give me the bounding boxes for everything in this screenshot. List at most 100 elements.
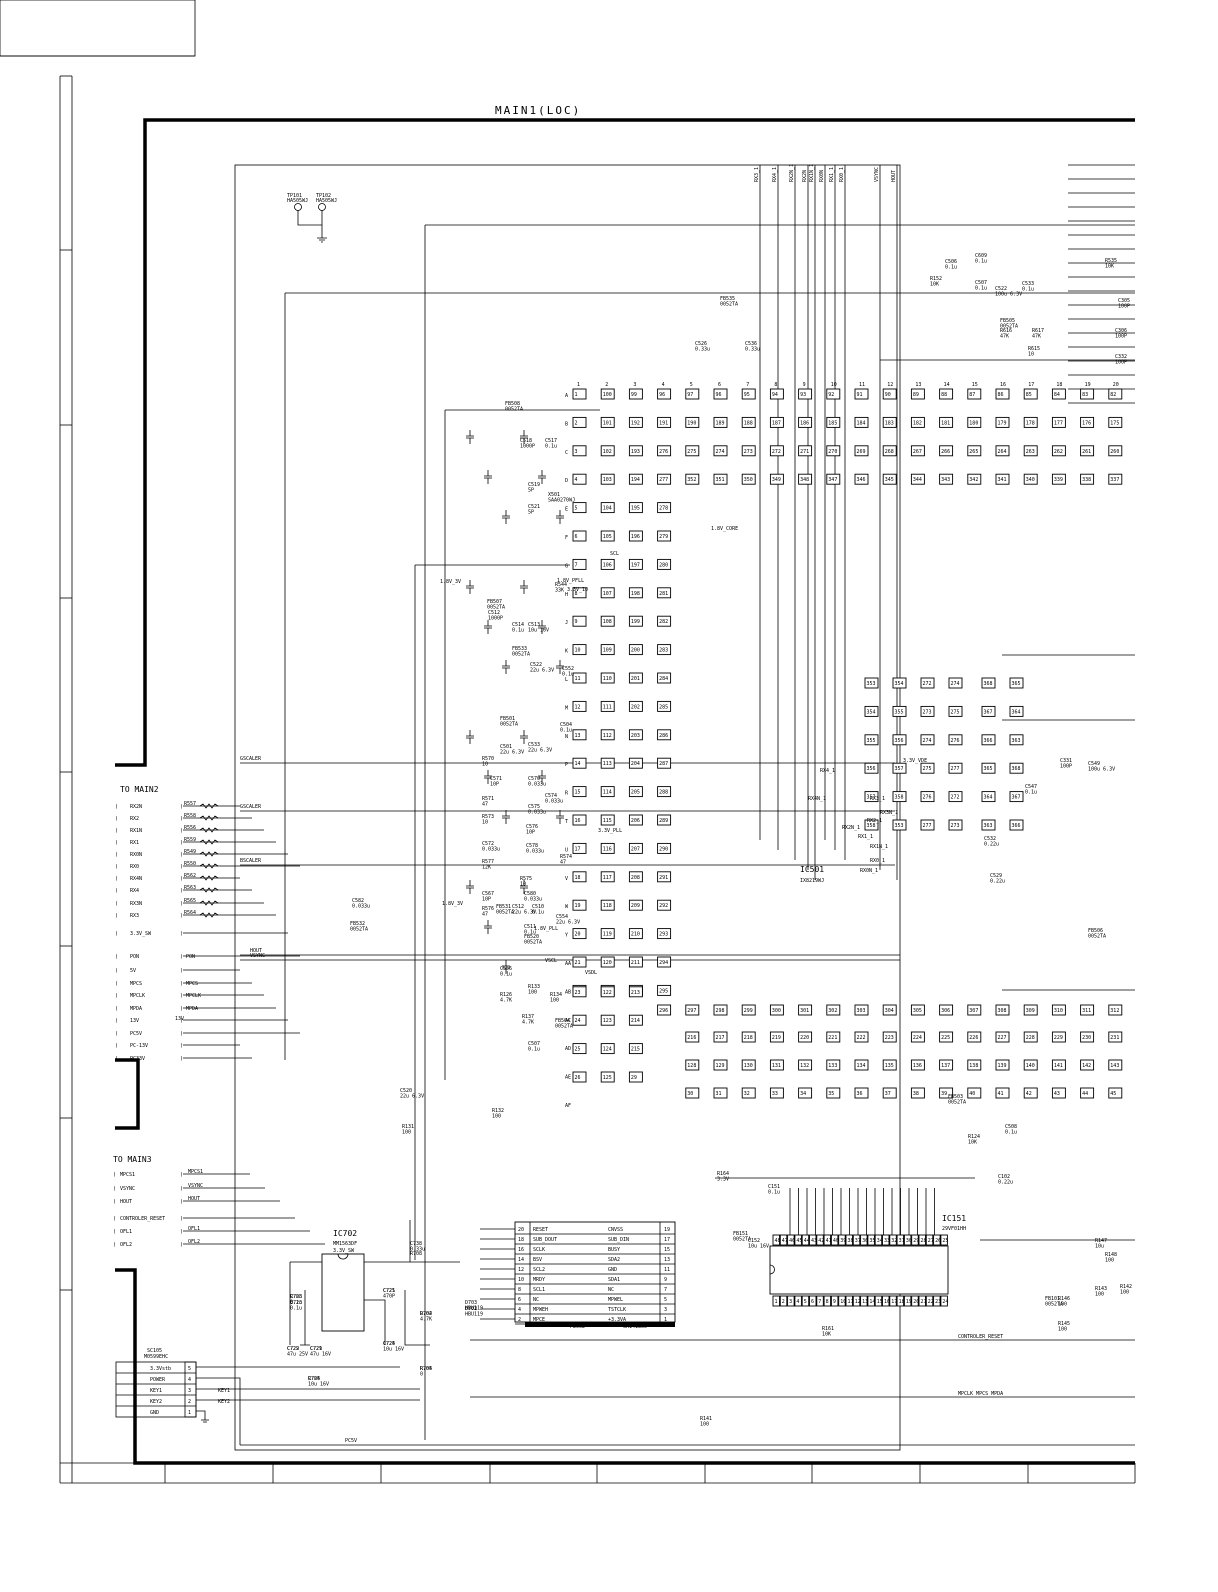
main2-net-label: RX0 xyxy=(130,864,139,870)
main2-net-label: RX2N xyxy=(130,804,142,810)
bga-pin-row-d xyxy=(628,473,643,485)
bga-pin-row-b xyxy=(572,416,587,428)
p2002-left-name: BSV xyxy=(533,1257,542,1263)
bga-pin-row-d-label: 194 xyxy=(631,477,640,483)
main3-net-label: MPCS1 xyxy=(120,1172,135,1178)
main3-net-label: VSYNC xyxy=(120,1186,135,1192)
bga-pin-col1-label: 18 xyxy=(575,875,581,881)
bga-pin-row-c-label: 269 xyxy=(857,449,866,455)
main2-net-bracket: ) xyxy=(180,852,183,858)
main2-net-bracket: ) xyxy=(180,913,183,919)
capacitor-symbol xyxy=(520,880,528,894)
bga-col-index: 11 xyxy=(859,382,865,388)
capacitor-symbol xyxy=(484,770,492,784)
bga-pin-row-af xyxy=(1080,1087,1095,1099)
bga-pin-col1 xyxy=(572,1071,587,1083)
bga-pin-col1 xyxy=(572,672,587,684)
component-ref: C508 xyxy=(1005,1124,1017,1130)
capacitor-symbol xyxy=(502,660,510,674)
bga-pin-col2 xyxy=(600,757,615,769)
bga-pin-col1 xyxy=(572,928,587,940)
bga-pin-col2-label: 108 xyxy=(603,619,612,625)
tp102-part: HA505WJ xyxy=(316,198,337,204)
component-ref: C332 xyxy=(1115,354,1127,360)
component-ref: C512 xyxy=(512,904,524,910)
ic151-flash xyxy=(769,1245,949,1295)
component-value: 12K xyxy=(482,865,491,871)
bga-pin-row-c-label: 268 xyxy=(885,449,894,455)
bga-pin-col3 xyxy=(628,587,643,599)
bga-pin-col2-label: 105 xyxy=(603,534,612,540)
ic151-pin-top-label: 37 xyxy=(855,1238,861,1244)
ic151-pin-bottom-label: 22 xyxy=(928,1299,934,1305)
component-value: 100 xyxy=(402,1130,411,1136)
main2-net-label: RX4N xyxy=(130,876,142,882)
board-outline-bottom xyxy=(115,1268,1135,1465)
bga-row-letter: G xyxy=(565,563,568,569)
component-value: 0.1u xyxy=(975,259,987,265)
bga-pin-col1-label: 21 xyxy=(575,960,581,966)
p2002-left-pin: 20 xyxy=(518,1227,524,1233)
ic151-pin-bottom xyxy=(903,1295,912,1307)
bga-pin-col4 xyxy=(657,842,672,854)
bga-pin-col1-label: 7 xyxy=(575,562,578,568)
ic501-part: IX8219WJ xyxy=(800,878,824,884)
bga-pin-inner-label: 355 xyxy=(895,709,904,715)
bga-pin-inner-label: 355 xyxy=(867,738,876,744)
bga-pin-col2 xyxy=(600,644,615,656)
bga-pin-row-ac-label: 297 xyxy=(687,1008,696,1014)
bga-pin-row-c xyxy=(995,445,1010,457)
ic151-pin-top-label: 30 xyxy=(906,1238,912,1244)
ic151-pin-top xyxy=(794,1234,802,1246)
bga-pin-col4-label: 281 xyxy=(659,591,668,597)
bga-pin-row-c xyxy=(798,445,813,457)
component-value: 0.1u xyxy=(560,728,572,734)
net-label: SCL xyxy=(610,551,619,557)
bga-pin-row-ad-label: 227 xyxy=(998,1035,1007,1041)
bga-pin-row-d xyxy=(1051,473,1066,485)
bga-pin-row-ac-label: 305 xyxy=(913,1008,922,1014)
ic151-pin-bottom-label: 21 xyxy=(921,1299,927,1305)
bga-pin-col2-label: 123 xyxy=(603,1018,612,1024)
bga-pin-row-ad-label: 219 xyxy=(772,1035,781,1041)
bga-pin-row-ac xyxy=(713,1004,728,1016)
bga-row-letter: B xyxy=(565,421,568,427)
bga-pin-row-ac-label: 311 xyxy=(1082,1008,1091,1014)
bga-pin-row-b-label: 176 xyxy=(1082,420,1091,426)
bga-pin-inner xyxy=(864,762,879,774)
bga-pin-inner xyxy=(981,734,996,746)
p2002-right-pin: 5 xyxy=(664,1297,667,1303)
net-label: 1.8V_CORE xyxy=(711,526,738,532)
bga-pin-row-af xyxy=(910,1087,925,1099)
bga-row-letter: AD xyxy=(565,1046,571,1052)
bga-pin-row-d-label: 352 xyxy=(687,477,696,483)
main2-net-bracket: ( xyxy=(115,888,118,894)
main2-net-bracket: ) xyxy=(180,981,183,987)
bga-pin-row-ac xyxy=(685,1004,700,1016)
sc105-key1-signal: KEY1 xyxy=(218,1388,230,1394)
ic151-pin-bottom-label: 12 xyxy=(855,1299,861,1305)
bga-pin-col2 xyxy=(600,530,615,542)
bga-pin-inner xyxy=(948,819,963,831)
component-ref: R574 xyxy=(560,854,572,860)
capacitor-symbol xyxy=(538,620,546,634)
bga-pin-row-c xyxy=(600,445,615,457)
bga-pin-col2-label: 118 xyxy=(603,903,612,909)
bga-pin-row-ad-label: 228 xyxy=(1026,1035,1035,1041)
component-value: 10u xyxy=(1095,1244,1104,1250)
bga-pin-col1-label: 11 xyxy=(575,676,581,682)
ic151-pin-bottom-label: 24 xyxy=(942,1299,948,1305)
bga-pin-row-c xyxy=(741,445,756,457)
bga-pin-row-d-label: 339 xyxy=(1054,477,1063,483)
resistor-zigzag xyxy=(199,863,219,869)
bga-pin-row-ae-label: 139 xyxy=(998,1063,1007,1069)
main2-signal-label: PON xyxy=(186,954,195,960)
svg-text:D703: D703 xyxy=(465,1306,477,1312)
bga-pin-row-c xyxy=(1023,445,1038,457)
main2-net-bracket: ( xyxy=(115,993,118,999)
bga-pin-col2-label: 107 xyxy=(603,591,612,597)
component-ref: C724 xyxy=(308,1376,320,1382)
component-ref: R577 xyxy=(482,859,494,865)
main3-net-bracket: ( xyxy=(113,1172,116,1178)
